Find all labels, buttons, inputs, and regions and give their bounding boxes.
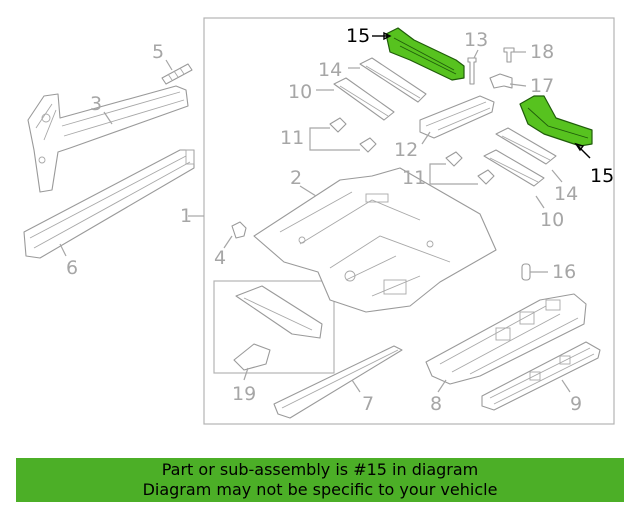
part-19-inset-bracket[interactable] (233, 285, 323, 371)
part-6-rocker-outer[interactable] (23, 149, 195, 259)
banner-line-part: Part or sub-assembly is #15 in diagram (161, 460, 479, 479)
part-11-bracket-lower[interactable] (445, 151, 495, 185)
part-2-floor-pan[interactable] (253, 167, 497, 313)
callout-10-upper: 10 (288, 81, 312, 103)
part-16-pin[interactable] (521, 263, 531, 281)
part-17-clip[interactable] (489, 73, 513, 89)
assembly-frame (203, 17, 615, 425)
callout-6: 6 (66, 257, 78, 279)
callout-11-upper: 11 (280, 127, 304, 149)
callout-1: 1 (180, 205, 192, 227)
leader-lines (59, 49, 571, 393)
part-10-crossmember-lower[interactable] (483, 149, 545, 187)
callout-5: 5 (152, 41, 164, 63)
part-15-brace-lower[interactable] (519, 95, 593, 147)
diagram-notice-banner: Part or sub-assembly is #15 in diagram D… (16, 458, 624, 502)
part-9-rear-rail[interactable] (481, 341, 601, 411)
part-12-tunnel-bracket[interactable] (419, 95, 495, 139)
callout-2: 2 (290, 167, 302, 189)
callout-11-lower: 11 (402, 167, 426, 189)
part-10-crossmember-upper[interactable] (333, 77, 395, 121)
part-8-rear-floor[interactable] (425, 293, 587, 385)
part-14-crossmember-lower[interactable] (495, 127, 557, 165)
callout-14-upper: 14 (318, 59, 342, 81)
part-15-brace-upper[interactable] (385, 27, 465, 81)
callout-8: 8 (430, 393, 442, 415)
callout-15-upper: 15 (346, 25, 370, 47)
part-13-bolt[interactable] (467, 57, 477, 85)
banner-line-disclaimer: Diagram may not be specific to your vehi… (142, 480, 498, 499)
callout-4: 4 (214, 247, 226, 269)
callout-19: 19 (232, 383, 256, 405)
callout-9: 9 (570, 393, 582, 415)
callout-3: 3 (90, 93, 102, 115)
callout-16: 16 (552, 261, 576, 283)
part-5-spring[interactable] (161, 63, 193, 85)
callout-13: 13 (464, 29, 488, 51)
part-14-crossmember-upper[interactable] (359, 57, 427, 103)
callout-17: 17 (530, 75, 554, 97)
callout-14-lower: 14 (554, 183, 578, 205)
part-3-rocker-inner[interactable] (27, 85, 189, 193)
inset-frame (213, 280, 335, 374)
part-11-bracket-upper[interactable] (329, 117, 377, 153)
callout-18: 18 (530, 41, 554, 63)
callout-7: 7 (362, 393, 374, 415)
callout-15-lower: 15 (590, 165, 614, 187)
callout-12: 12 (394, 139, 418, 161)
callout-10-lower: 10 (540, 209, 564, 231)
part-4-plug[interactable] (231, 221, 247, 239)
part-7-sill[interactable] (273, 345, 403, 419)
part-18-screw[interactable] (503, 47, 515, 63)
leader-lines-highlight (372, 31, 591, 159)
